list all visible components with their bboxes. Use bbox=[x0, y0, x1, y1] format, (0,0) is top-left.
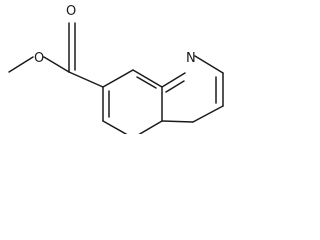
bond-ring-b4 bbox=[192, 105, 224, 123]
bond-ring-b5 bbox=[161, 120, 194, 123]
bond-ring-b-inner2 bbox=[165, 80, 185, 93]
bond-methyl bbox=[8, 56, 34, 73]
bond-ring-b1 bbox=[161, 72, 186, 88]
bond-ring-a2 bbox=[132, 69, 163, 88]
atom-ester-oxygen: O bbox=[34, 51, 44, 66]
atom-carbonyl-oxygen: O bbox=[66, 4, 76, 19]
bond-ester-oxygen bbox=[43, 56, 70, 73]
bond-ring-a-inner1 bbox=[136, 76, 157, 89]
bond-carbonyl-to-ring bbox=[68, 71, 104, 88]
molecule-canvas: O O N bbox=[0, 0, 250, 134]
atom-labels: O O N bbox=[34, 4, 196, 66]
atom-ring-nitrogen: N bbox=[186, 51, 196, 66]
bond-ring-b2 bbox=[194, 55, 224, 74]
bond-ring-a1 bbox=[102, 69, 134, 88]
bond-ring-a4 bbox=[138, 120, 163, 134]
bond-layer bbox=[8, 22, 224, 134]
bond-ring-a5 bbox=[102, 120, 128, 134]
skeletal-structure: O O N bbox=[8, 4, 224, 134]
